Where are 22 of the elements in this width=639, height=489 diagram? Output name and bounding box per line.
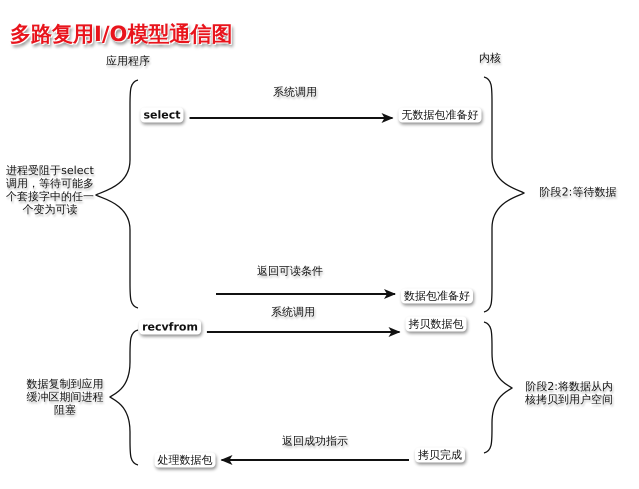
text-bubble: select <box>140 108 184 122</box>
text-bubble: 数据包准备好 <box>401 288 473 304</box>
edge-label: 返回可读条件 <box>256 264 324 278</box>
text-bubble: 拷贝数据包 <box>406 316 466 332</box>
brace-note: 数据复制到应用缓冲区期间进程阻塞 <box>26 376 104 418</box>
brace-note: 阶段2:等待数据 <box>538 184 618 200</box>
arrow <box>220 455 409 465</box>
column-heading: 应用程序 <box>105 54 151 68</box>
arrow <box>206 327 400 337</box>
text-bubble: 无数据包准备好 <box>398 108 482 122</box>
edge-label: 系统调用 <box>272 84 318 100</box>
arrow <box>190 113 394 123</box>
brace-note: 阶段2:将数据从内核拷贝到用户空间 <box>524 379 614 407</box>
edge-label: 返回成功指示 <box>281 434 349 448</box>
brace-note: 进程受阻于select调用，等待可能多个套接字中的任一个变为可读 <box>5 163 95 217</box>
column-heading: 内核 <box>478 50 502 66</box>
text-bubble: recvfrom <box>139 320 201 334</box>
edge-label: 系统调用 <box>270 304 316 320</box>
diagram-title: 多路复用I/O模型通信图 <box>10 21 232 48</box>
text-bubble: 处理数据包 <box>154 452 216 468</box>
arrow <box>216 289 396 299</box>
text-bubble: 拷贝完成 <box>415 448 465 462</box>
